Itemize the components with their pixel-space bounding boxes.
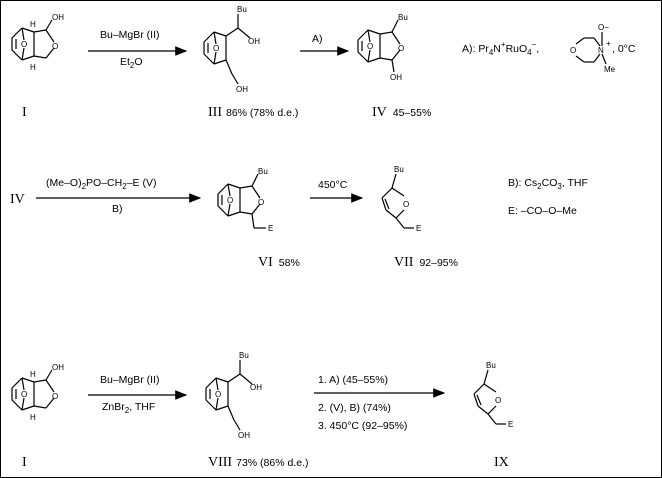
arrow2-reagent-top: (Me–O)2PO–CH2–E (V) <box>46 177 156 191</box>
svg-text:+: + <box>606 39 611 48</box>
svg-text:E: E <box>268 224 273 233</box>
definition-E: E: –CO–O–Me <box>508 205 577 217</box>
svg-text:Me: Me <box>604 65 616 74</box>
step-3: 3. 450°C (92–95%) <box>318 420 407 432</box>
svg-text:OH: OH <box>52 13 64 22</box>
compound-VIII-structure: O Bu OH OH <box>205 351 262 440</box>
svg-text:Bu: Bu <box>486 361 496 370</box>
compound-VI-structure: O O Bu E <box>217 167 273 233</box>
arrow2-reagent-bottom: B) <box>112 203 123 215</box>
svg-text:O: O <box>52 42 58 51</box>
arrow3-reagent-bottom: ZnBr2, THF <box>102 401 155 415</box>
svg-text:O: O <box>403 200 409 209</box>
svg-text:OH: OH <box>236 85 248 94</box>
arrow-pyrolysis-temp: 450°C <box>318 179 348 191</box>
svg-text:H: H <box>30 63 36 72</box>
conditions-A: A): Pr4N+RuO4−, <box>462 40 539 57</box>
arrow3-reagent-top: Bu–MgBr (II) <box>100 374 160 386</box>
svg-text:Bu: Bu <box>398 13 408 22</box>
svg-text:E: E <box>416 224 421 233</box>
svg-text:O: O <box>570 46 576 55</box>
svg-text:OH: OH <box>390 73 402 82</box>
svg-text:O: O <box>367 42 373 51</box>
svg-text:O: O <box>398 44 404 53</box>
conditions-A-temp: , 0°C <box>612 43 636 55</box>
svg-text:O−: O− <box>598 23 609 32</box>
svg-text:O: O <box>495 396 501 405</box>
oh-group: OH <box>52 13 64 22</box>
compound-I-structure-row3: O H H O OH <box>11 363 64 422</box>
step-1: 1. A) (45–55%) <box>318 374 388 386</box>
conditions-B: B): Cs2CO3, THF <box>508 177 588 191</box>
svg-text:OH: OH <box>250 383 262 392</box>
svg-text:Bu: Bu <box>394 165 404 174</box>
svg-text:Bu: Bu <box>237 5 247 14</box>
arrow1-reagent-top: Bu–MgBr (II) <box>100 29 160 41</box>
h-atom-bottom: H <box>30 63 36 72</box>
svg-text:O: O <box>227 196 233 205</box>
svg-text:O: O <box>258 198 264 207</box>
svg-text:OH: OH <box>238 431 250 440</box>
compound-IX-structure: O Bu E <box>473 361 513 429</box>
svg-text:H: H <box>30 20 36 29</box>
svg-text:O: O <box>52 392 58 401</box>
svg-text:O: O <box>213 44 219 53</box>
ring-o-atom: O <box>52 42 58 51</box>
nmo-structure: O N + O− Me <box>570 23 616 74</box>
compound-I-structure: O H H O OH <box>11 13 64 72</box>
svg-text:O: O <box>21 40 27 49</box>
svg-text:OH: OH <box>52 363 64 372</box>
svg-text:OH: OH <box>248 37 260 46</box>
svg-text:N: N <box>598 46 604 55</box>
svg-text:Bu: Bu <box>239 351 249 360</box>
step-2: 2. (V), B) (74%) <box>318 402 391 414</box>
svg-text:H: H <box>30 370 36 379</box>
compound-label-IV-start: IV <box>10 192 25 207</box>
svg-text:E: E <box>508 420 513 429</box>
compound-IV-structure: O O Bu OH <box>357 13 408 82</box>
svg-text:H: H <box>30 413 36 422</box>
compound-VII-structure: O Bu E <box>381 165 421 233</box>
arrow1-reagent-bottom: Et2O <box>120 56 143 70</box>
compound-label-I-row3: I <box>22 455 27 470</box>
compound-IX-label: IX <box>494 455 509 470</box>
compound-label-I: I <box>22 105 27 120</box>
svg-text:Bu: Bu <box>258 167 268 176</box>
arrow-A-label: A) <box>312 33 323 45</box>
svg-text:O: O <box>21 390 27 399</box>
bridge-o-atom: O <box>21 40 27 49</box>
svg-text:O: O <box>215 390 221 399</box>
compound-III-structure: O Bu OH OH <box>203 5 260 94</box>
h-atom-top: H <box>30 20 36 29</box>
